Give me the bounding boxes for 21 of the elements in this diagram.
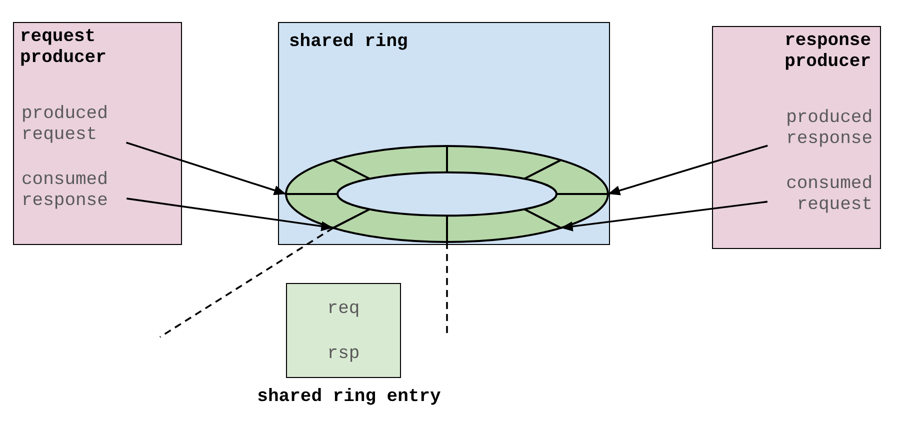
pointer-label: produced response bbox=[775, 108, 872, 150]
field-label: req bbox=[327, 299, 360, 320]
dashed-line bbox=[446, 242, 448, 335]
pointer-label: consumed request bbox=[775, 174, 872, 216]
ring-panel bbox=[278, 22, 610, 245]
arrow bbox=[126, 142, 286, 196]
arrow bbox=[126, 198, 334, 232]
pointer-label: consumed response bbox=[22, 170, 119, 212]
arrow bbox=[560, 200, 768, 232]
panel-title: request producer bbox=[20, 27, 108, 69]
ring-entry-box bbox=[286, 283, 401, 378]
ring-buffer-drawing bbox=[284, 144, 608, 242]
pointer-label: produced request bbox=[22, 104, 119, 146]
producer-panel bbox=[13, 22, 182, 245]
field-label: rsp bbox=[327, 344, 360, 365]
dashed-line bbox=[160, 227, 334, 338]
arrow bbox=[608, 144, 768, 196]
panel-title: response producer bbox=[784, 31, 871, 73]
producer-panel bbox=[712, 26, 881, 249]
panel-title: shared ring bbox=[289, 32, 408, 53]
entry-caption: shared ring entry bbox=[257, 387, 441, 408]
